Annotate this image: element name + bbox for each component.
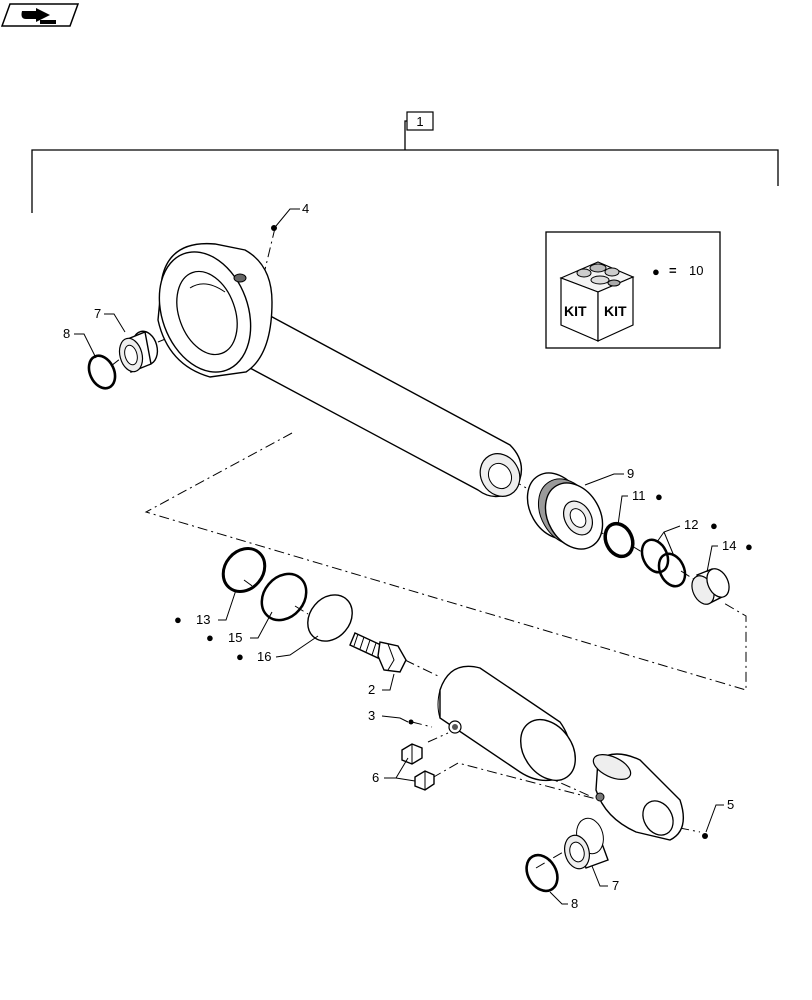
backup-ring-15	[260, 572, 308, 622]
label-15: 15	[228, 630, 242, 645]
label-7-upper: 7	[94, 306, 101, 321]
kit-legend-dot: ●	[652, 264, 660, 279]
assembly-bracket: 1	[31, 111, 779, 213]
kit-box-icon	[559, 261, 635, 342]
grease-fitting-3	[408, 719, 414, 725]
grease-fitting-5	[702, 833, 708, 839]
wear-ring-14	[691, 568, 730, 605]
kit-marker-13: ●	[174, 612, 182, 627]
snap-ring-8-lower	[525, 853, 559, 893]
label-7-lower: 7	[612, 878, 619, 893]
label-3: 3	[368, 708, 375, 723]
rings-12	[640, 538, 687, 588]
kit-marker-14: ●	[745, 539, 753, 554]
cylinder-barrel	[437, 665, 576, 782]
kit-legend-value: 10	[689, 263, 703, 278]
kit-word-right: KIT	[604, 303, 627, 319]
label-11: 11	[632, 488, 646, 503]
kit-word-left: KIT	[564, 303, 587, 319]
part-labels: 4 7 8 9 11 ● 12 ● 14 ● ● 13 ● 15 ● 16 2 …	[63, 201, 753, 911]
label-13: 13	[196, 612, 210, 627]
clevis-end	[592, 753, 684, 841]
label-4: 4	[302, 201, 309, 216]
kit-marker-15: ●	[206, 630, 214, 645]
label-16: 16	[257, 649, 271, 664]
label-8-upper: 8	[63, 326, 70, 341]
seal-11	[603, 521, 635, 559]
plug-6-lower	[414, 770, 435, 791]
o-ring-13	[221, 547, 267, 593]
kit-marker-11: ●	[655, 489, 663, 504]
label-2: 2	[368, 682, 375, 697]
snap-ring-8-upper	[87, 354, 117, 390]
label-5: 5	[727, 797, 734, 812]
plug-6-upper	[401, 743, 423, 765]
kit-marker-12: ●	[710, 518, 718, 533]
back-arrow-icon[interactable]	[0, 3, 80, 27]
assembly-number: 1	[416, 114, 423, 129]
bolt-2	[349, 632, 407, 673]
piston-rod-with-eye	[157, 242, 523, 498]
label-9: 9	[627, 466, 634, 481]
leader-lines	[74, 208, 724, 905]
grease-fitting-4	[271, 225, 277, 231]
kit-legend-equals: =	[669, 263, 677, 278]
seal-16	[307, 594, 353, 642]
label-14: 14	[722, 538, 736, 553]
piston-9	[526, 472, 604, 550]
label-6: 6	[372, 770, 379, 785]
kit-legend-box: KIT KIT ● = 10	[545, 231, 721, 349]
bushing-7-upper	[118, 330, 159, 373]
bushing-7-lower	[564, 817, 609, 870]
kit-marker-16: ●	[236, 649, 244, 664]
label-12: 12	[684, 517, 698, 532]
label-8-lower: 8	[571, 896, 578, 911]
